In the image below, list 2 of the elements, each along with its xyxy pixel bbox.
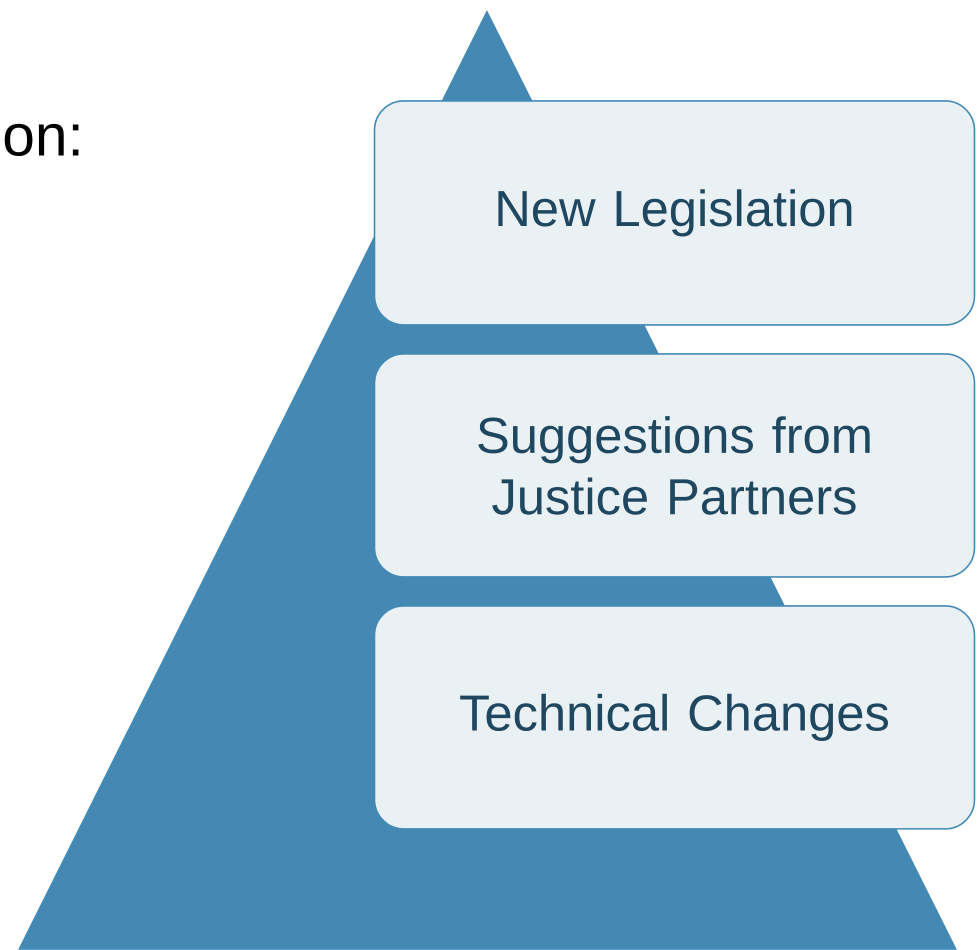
level-box: New Legislation xyxy=(374,100,976,326)
heading-text: on: xyxy=(4,124,78,156)
